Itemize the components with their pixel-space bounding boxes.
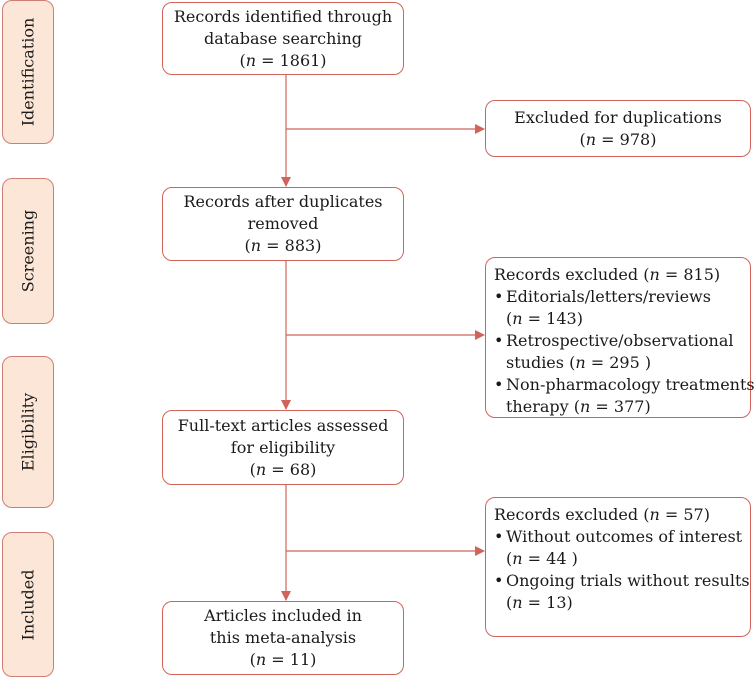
phase-label: Included bbox=[18, 569, 38, 640]
list-item: •Non-pharmacology treatments bbox=[494, 375, 754, 394]
box-after-duplicates: Records after duplicates removed (n = 88… bbox=[162, 187, 404, 261]
list-item-count: (n = 44 ) bbox=[506, 549, 578, 568]
phase-included: Included bbox=[2, 532, 54, 677]
box-records-excluded-screening: Records excluded (n = 815) •Editorials/l… bbox=[485, 257, 754, 418]
box-records-identified: Records identified through database sear… bbox=[162, 2, 404, 75]
phase-label: Eligibility bbox=[18, 392, 38, 472]
list-item-count: studies (n = 295 ) bbox=[506, 353, 652, 372]
phase-identification: Identification bbox=[2, 0, 54, 144]
box-excluded-duplications: Excluded for duplications (n = 978) bbox=[485, 100, 751, 157]
phase-screening: Screening bbox=[2, 178, 54, 324]
list-item-count: therapy (n = 377) bbox=[506, 397, 651, 416]
list-item: •Retrospective/observational bbox=[494, 331, 734, 350]
list-item-count: (n = 143) bbox=[506, 309, 583, 328]
box-articles-included: Articles included in this meta-analysis … bbox=[162, 601, 404, 675]
list-item-count: (n = 13) bbox=[506, 593, 573, 612]
phase-eligibility: Eligibility bbox=[2, 356, 54, 508]
phase-label: Identification bbox=[18, 17, 38, 127]
list-item: •Without outcomes of interest bbox=[494, 527, 743, 546]
box-full-text-assessed: Full-text articles assessed for eligibil… bbox=[162, 410, 404, 485]
list-item: •Editorials/letters/reviews bbox=[494, 287, 711, 306]
list-item: •Ongoing trials without results bbox=[494, 571, 750, 590]
box-records-excluded-eligibility: Records excluded (n = 57) •Without outco… bbox=[485, 497, 751, 637]
phase-label: Screening bbox=[18, 209, 38, 293]
